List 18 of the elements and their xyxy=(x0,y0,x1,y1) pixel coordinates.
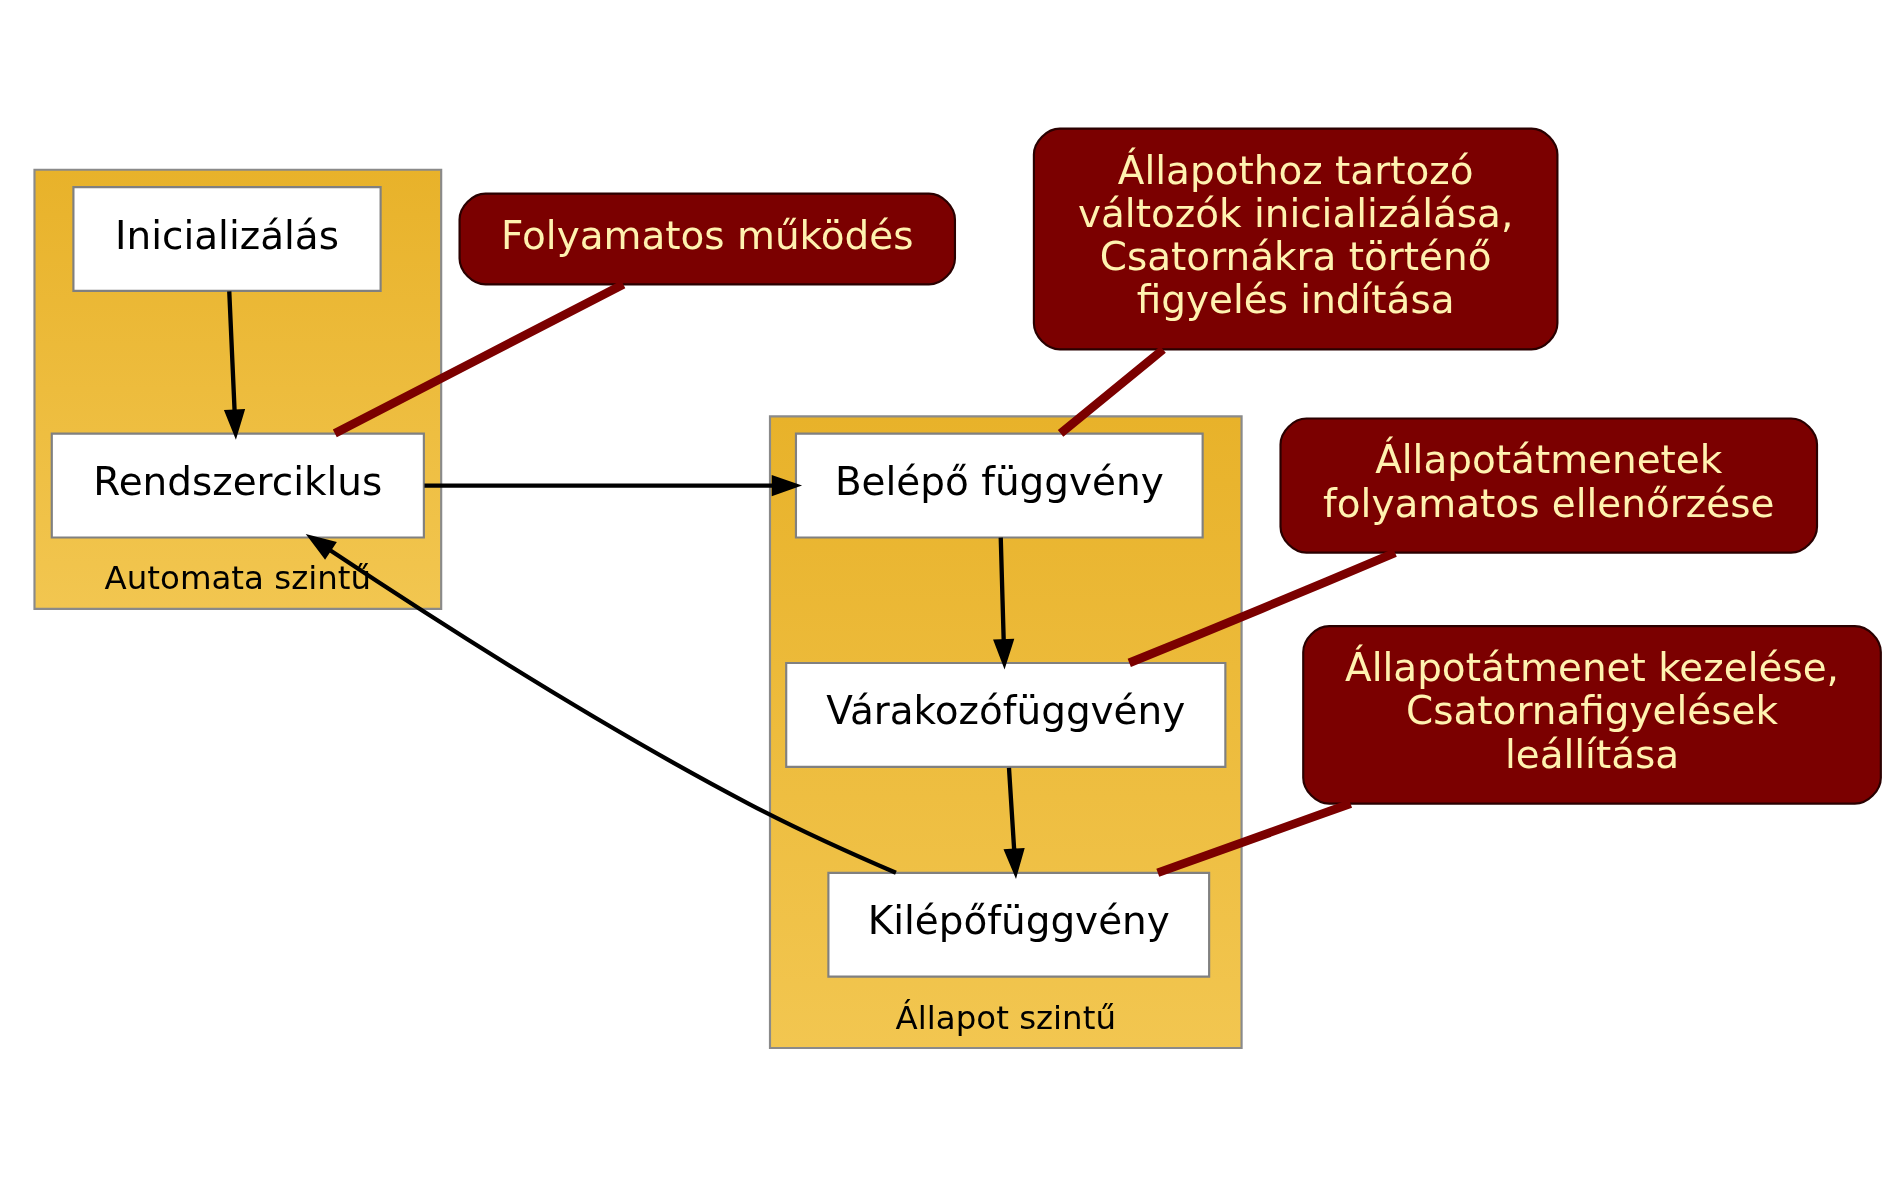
node-box: Kilépőfüggvény xyxy=(827,871,1211,978)
node-box: Állapothoz tartozó változók inicializálása, Csatornákra történő figyelés indítása xyxy=(1032,127,1559,350)
node-box: Állapotátmenetek folyamatos ellenőrzése xyxy=(1279,416,1819,554)
arrow xyxy=(305,533,897,875)
connector xyxy=(1057,345,1166,437)
arrow xyxy=(424,474,803,496)
node-box: Belépő függvény xyxy=(794,432,1204,539)
connector xyxy=(1127,548,1397,667)
node-box: Folyamatos működés xyxy=(458,191,957,285)
node-box: Rendszerciklus xyxy=(50,432,425,539)
connector xyxy=(332,280,626,437)
node-box: Inicializálás xyxy=(72,185,382,292)
arrow xyxy=(1003,767,1025,879)
arrow xyxy=(993,537,1015,669)
connector xyxy=(1156,799,1353,877)
node-box: Várakozófüggvény xyxy=(785,661,1227,768)
node-box: Állapotátmenet kezelése, Csatornafigyelések leállítása xyxy=(1302,624,1882,805)
arrow xyxy=(223,290,246,440)
